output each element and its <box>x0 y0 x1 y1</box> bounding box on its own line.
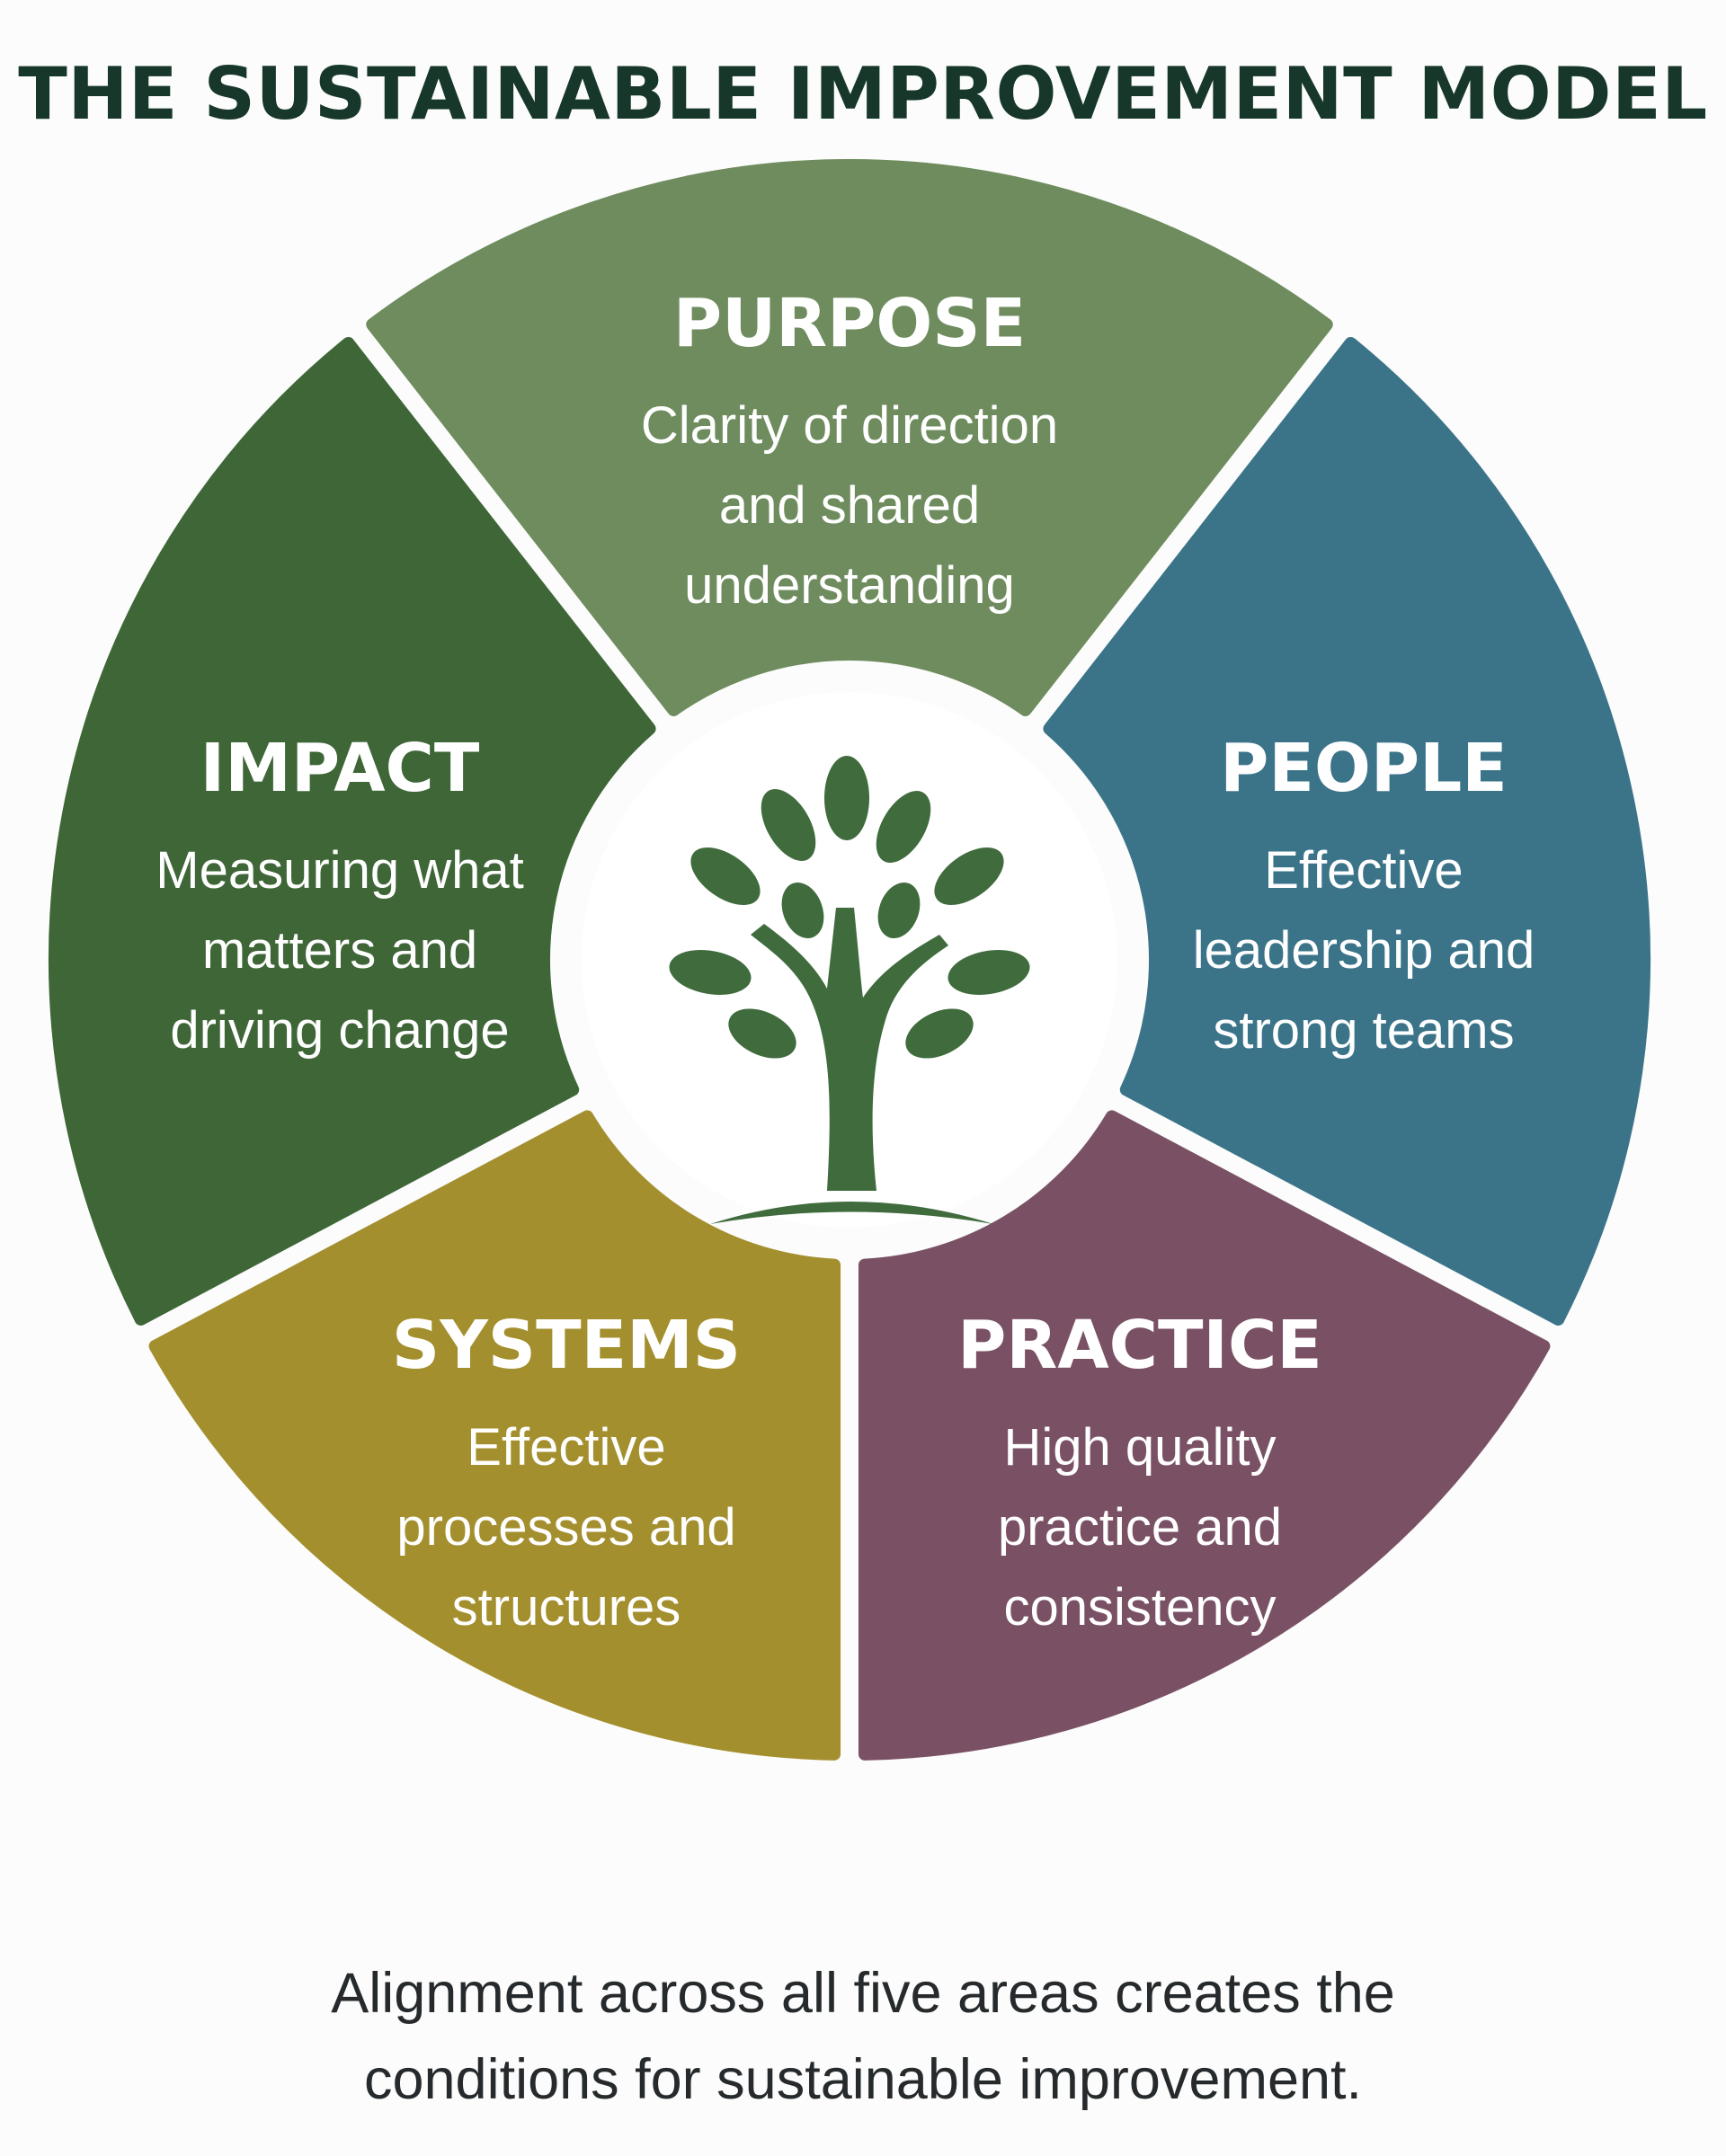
segment-systems-desc-line: processes and <box>396 1498 735 1557</box>
segment-impact <box>49 336 656 1326</box>
footer-line-1: Alignment across all five areas creates … <box>331 1962 1395 2025</box>
segment-practice-title: PRACTICE <box>957 1307 1322 1384</box>
segment-systems-desc-line: structures <box>452 1578 681 1637</box>
segment-purpose-title: PURPOSE <box>673 285 1026 362</box>
segment-people <box>1043 336 1650 1326</box>
segment-purpose-desc-line: Clarity of direction <box>641 396 1058 455</box>
segment-people-desc-line: strong teams <box>1213 1001 1514 1060</box>
tree-icon <box>669 756 1030 1224</box>
segment-systems-title: SYSTEMS <box>392 1307 741 1384</box>
segment-systems-desc-line: Effective <box>467 1418 665 1477</box>
segment-impact-desc-line: Measuring what <box>156 841 523 900</box>
segment-practice-desc-line: consistency <box>1003 1578 1276 1637</box>
segment-impact-desc-line: driving change <box>170 1001 509 1060</box>
segment-purpose <box>366 159 1333 716</box>
footer-line-2: conditions for sustainable improvement. <box>363 2048 1363 2111</box>
segment-people-desc-line: leadership and <box>1193 921 1535 980</box>
segment-purpose-desc-line: and shared <box>719 476 980 535</box>
segment-people-desc-line: Effective <box>1264 841 1463 900</box>
segment-practice-desc-line: High quality <box>1003 1418 1276 1477</box>
segment-impact-title: IMPACT <box>200 730 480 807</box>
segment-purpose-desc-line: understanding <box>684 556 1015 615</box>
segment-impact-desc-line: matters and <box>202 921 477 980</box>
diagram-title: THE SUSTAINABLE IMPROVEMENT MODEL <box>18 52 1708 136</box>
footer-caption: Alignment across all five areas creates … <box>0 1950 1726 2123</box>
segment-people-title: PEOPLE <box>1220 730 1508 807</box>
segment-practice-desc-line: practice and <box>998 1498 1282 1557</box>
segment-practice <box>858 1110 1551 1761</box>
segment-systems <box>148 1110 841 1761</box>
